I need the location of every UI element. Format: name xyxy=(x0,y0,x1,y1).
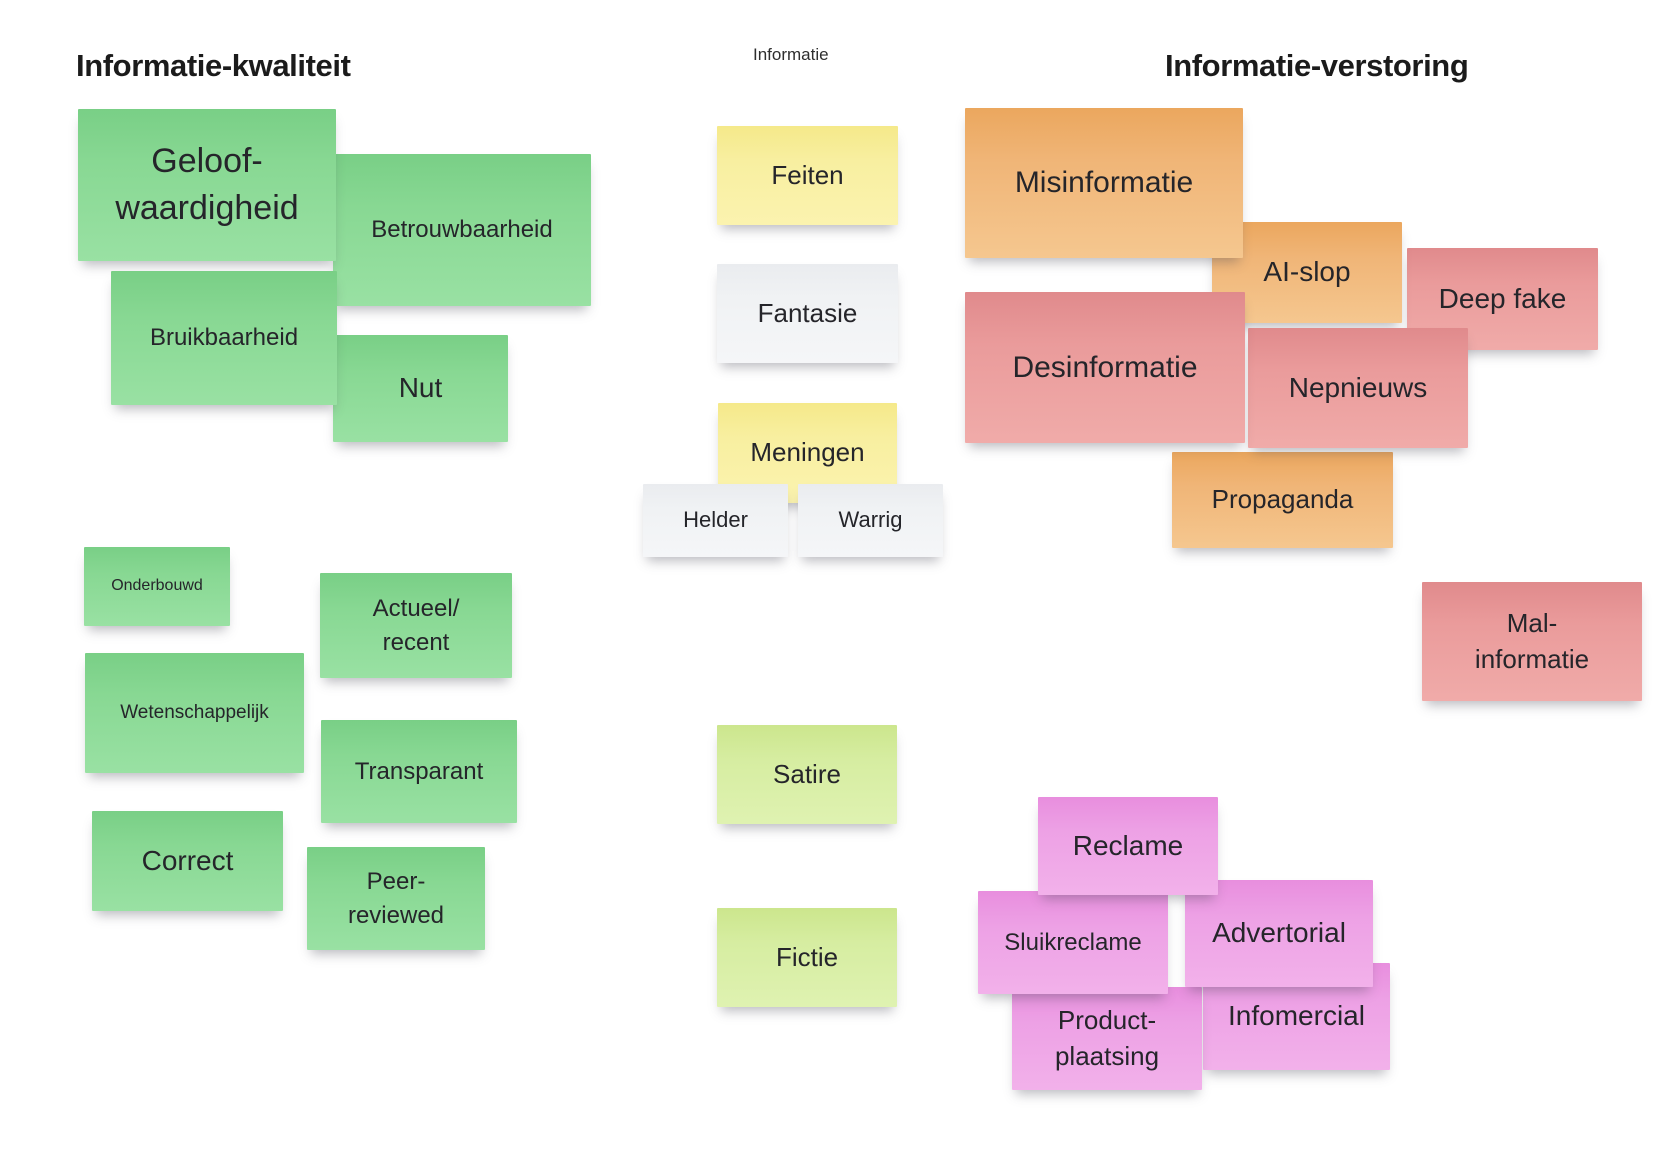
note-label: Warrig xyxy=(838,507,903,533)
note-label: Satire xyxy=(773,758,841,789)
note-label: AI-slop xyxy=(1263,256,1351,288)
note-desinformatie[interactable]: Desinformatie xyxy=(965,292,1245,443)
note-onderbouwd[interactable]: Onderbouwd xyxy=(84,547,230,626)
note-label: informatie xyxy=(1474,643,1590,674)
note-propaganda[interactable]: Propaganda xyxy=(1172,452,1393,548)
note-peer-reviewed[interactable]: Peer-reviewed xyxy=(307,847,485,950)
note-mal-informatie[interactable]: Mal-informatie xyxy=(1422,582,1642,701)
note-sluikreclame[interactable]: Sluikreclame xyxy=(978,891,1168,994)
note-nepnieuws[interactable]: Nepnieuws xyxy=(1248,328,1468,448)
note-correct[interactable]: Correct xyxy=(92,811,283,911)
note-label: waardigheid xyxy=(115,189,299,227)
note-nut[interactable]: Nut xyxy=(333,335,508,442)
note-wetenschappelijk[interactable]: Wetenschappelijk xyxy=(85,653,304,773)
note-label: reviewed xyxy=(347,901,445,929)
note-label: Mal- xyxy=(1506,607,1558,638)
note-label: Product- xyxy=(1057,1004,1157,1035)
note-warrig[interactable]: Warrig xyxy=(798,484,943,557)
note-label: Onderbouwd xyxy=(111,577,203,595)
note-satire[interactable]: Satire xyxy=(717,725,897,824)
note-geloofwaardigheid[interactable]: Geloof-waardigheid xyxy=(78,109,336,261)
note-label: Meningen xyxy=(750,437,865,468)
note-label: Fictie xyxy=(775,941,839,972)
note-fantasie[interactable]: Fantasie xyxy=(717,264,898,363)
note-advertorial[interactable]: Advertorial xyxy=(1185,880,1373,987)
note-label: recent xyxy=(382,628,450,656)
note-product-plaatsing[interactable]: Product-plaatsing xyxy=(1012,987,1202,1090)
note-label: Advertorial xyxy=(1212,917,1346,949)
label-informatie[interactable]: Informatie xyxy=(753,45,829,64)
note-label: Helder xyxy=(683,507,748,533)
note-label: Deep fake xyxy=(1438,282,1567,314)
note-label: Feiten xyxy=(771,159,844,190)
note-label: Geloof- xyxy=(151,142,263,181)
note-label: Nut xyxy=(398,372,443,404)
note-label: plaatsing xyxy=(1054,1040,1160,1071)
note-bruikbaarheid[interactable]: Bruikbaarheid xyxy=(111,271,337,405)
note-helder[interactable]: Helder xyxy=(643,484,788,557)
note-fictie[interactable]: Fictie xyxy=(717,908,897,1007)
note-misinformatie[interactable]: Misinformatie xyxy=(965,108,1243,258)
note-betrouwbaarheid[interactable]: Betrouwbaarheid xyxy=(333,154,591,306)
note-label: Propaganda xyxy=(1211,484,1354,515)
note-label: Nepnieuws xyxy=(1288,371,1428,403)
note-label: Sluikreclame xyxy=(1004,928,1142,956)
note-label: Desinformatie xyxy=(1012,350,1198,384)
heading-informatie-kwaliteit[interactable]: Informatie-kwaliteit xyxy=(76,48,351,83)
note-label: Bruikbaarheid xyxy=(149,324,299,352)
note-transparant[interactable]: Transparant xyxy=(321,720,517,823)
note-label: Misinformatie xyxy=(1014,166,1194,200)
note-label: Peer- xyxy=(366,868,426,896)
note-label: Infomercial xyxy=(1228,1000,1365,1032)
note-label: Reclame xyxy=(1072,829,1184,861)
note-label: Correct xyxy=(141,844,234,876)
note-reclame[interactable]: Reclame xyxy=(1038,797,1218,895)
note-actueel-recent[interactable]: Actueel/recent xyxy=(320,573,512,678)
note-feiten[interactable]: Feiten xyxy=(717,126,898,225)
note-label: Betrouwbaarheid xyxy=(371,216,553,244)
note-label: Fantasie xyxy=(757,297,858,328)
note-label: Actueel/ xyxy=(372,595,460,623)
note-label: Wetenschappelijk xyxy=(120,701,269,723)
heading-informatie-verstoring[interactable]: Informatie-verstoring xyxy=(1165,48,1469,83)
note-label: Transparant xyxy=(354,757,484,785)
